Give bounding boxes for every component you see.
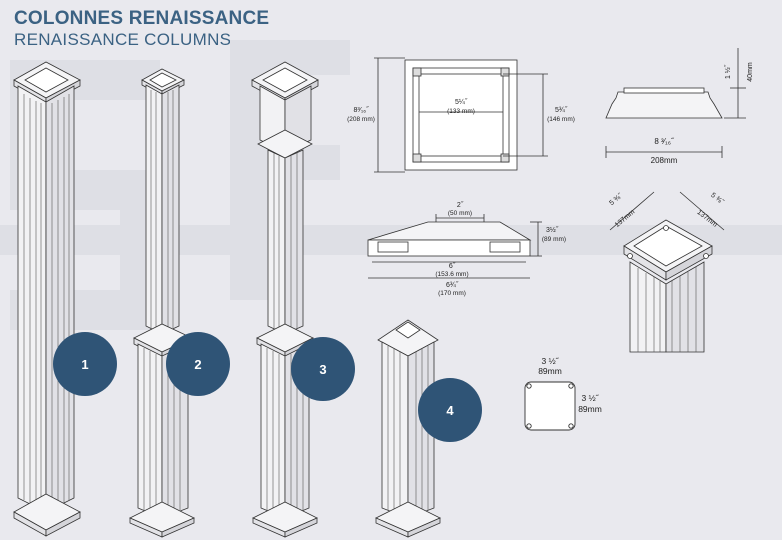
column-1 — [13, 61, 81, 537]
cap-height-mm: 40mm — [747, 62, 754, 82]
profile-top: 2˝ — [457, 201, 464, 209]
profile-outer-mm: (170 mm) — [438, 290, 466, 297]
section-depth: 3 ½˝ — [581, 393, 599, 403]
section-depth-mm: 89mm — [578, 404, 602, 414]
profile-height-mm: (89 mm) — [542, 236, 566, 243]
capital-iso-view — [609, 191, 725, 353]
profile-height: 3½˝ — [546, 226, 559, 234]
plan-inner-side: 5¾˝ — [555, 106, 568, 114]
cap-side-view — [605, 48, 746, 158]
cap-height: 1 ½˝ — [724, 64, 732, 79]
cap-profile-view — [367, 214, 542, 279]
plan-outer-dim-mm: (208 mm) — [347, 116, 375, 123]
profile-outer: 6¾˝ — [446, 281, 459, 289]
title-block: COLONNES RENAISSANCE RENAISSANCE COLUMNS — [14, 8, 269, 50]
badge-4: 4 — [418, 378, 482, 442]
plan-inner-width-mm: (133 mm) — [447, 108, 475, 115]
plan-inner-side-mm: (146 mm) — [547, 116, 575, 123]
section-width: 3 ½˝ — [541, 356, 559, 366]
cap-width: 8 ³⁄₁₆˝ — [654, 137, 675, 146]
badge-1: 1 — [53, 332, 117, 396]
cap-width-mm: 208mm — [651, 156, 678, 165]
profile-top-mm: (50 mm) — [448, 210, 472, 217]
plan-inner-width: 5¼˝ — [455, 98, 468, 106]
profile-inner: 6˝ — [449, 262, 456, 270]
title-english: RENAISSANCE COLUMNS — [14, 30, 232, 49]
capital-right-dim: 5 ⅜˝ — [709, 191, 725, 206]
title-french: COLONNES RENAISSANCE — [14, 8, 270, 29]
badge-3: 3 — [291, 337, 355, 401]
badge-2: 2 — [166, 332, 230, 396]
profile-inner-mm: (153.6 mm) — [435, 271, 468, 278]
plan-view-top — [374, 57, 548, 173]
plan-outer-dim: 8³⁄₁₆˝ — [354, 106, 370, 114]
section-width-mm: 89mm — [538, 366, 562, 376]
post-section — [524, 381, 576, 431]
capital-left-dim: 5 ⅜˝ — [608, 191, 624, 207]
